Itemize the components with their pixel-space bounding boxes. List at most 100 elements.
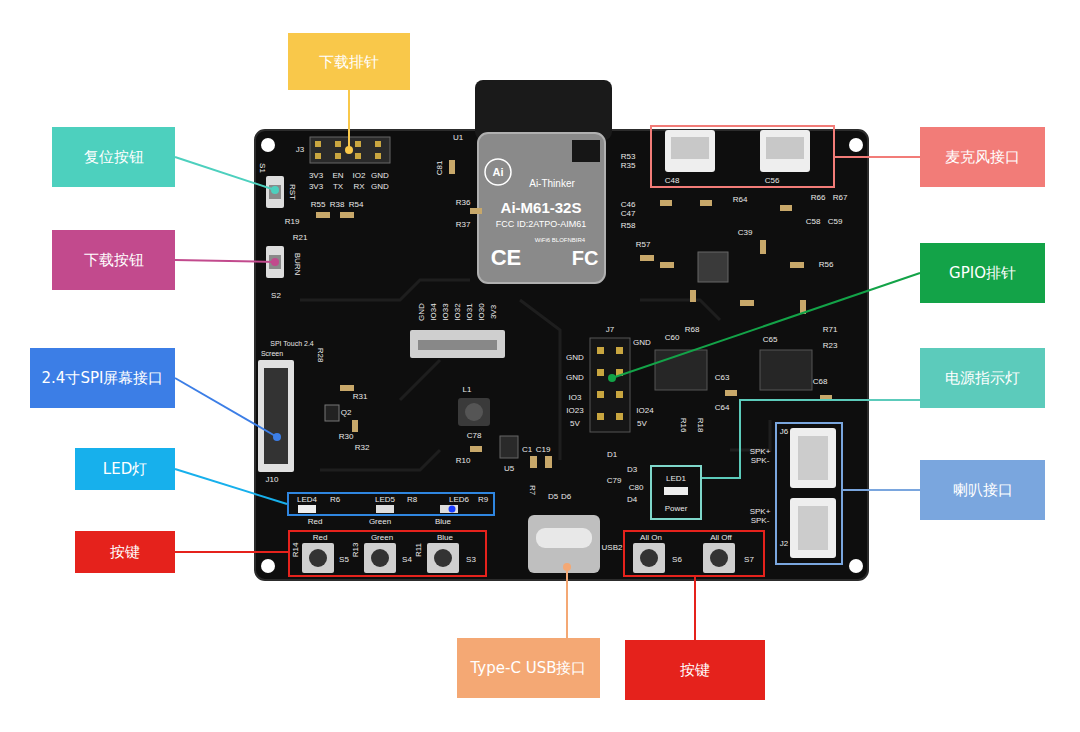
key-buttons: [302, 543, 735, 573]
silk-label: R14: [292, 543, 300, 558]
connector-line: [835, 156, 920, 158]
silk-label: R35: [621, 162, 636, 170]
silk-label: R37: [456, 221, 471, 229]
silk-label: R11: [415, 543, 423, 557]
silk-label: C65: [763, 336, 778, 344]
callout-box: 下载排针: [288, 33, 410, 90]
silk-label: SPK-: [751, 457, 770, 465]
silk-label: D1: [607, 451, 617, 459]
silk-label: R28: [316, 348, 324, 363]
led: [440, 505, 458, 513]
silk-label: IO30: [478, 303, 486, 320]
silk-label: Red: [313, 534, 328, 542]
leader-connector: [175, 552, 288, 553]
pcb-board: [255, 130, 868, 580]
silk-label: C56: [765, 177, 780, 185]
leader-connector: [695, 577, 696, 640]
silk-label: Ai: [493, 167, 504, 178]
silk-label: LED4: [297, 496, 317, 504]
silk-label: S6: [672, 556, 682, 564]
silk-label: R71: [823, 326, 838, 334]
silk-label: R32: [355, 444, 370, 452]
silk-label: IO23: [566, 407, 583, 415]
silk-label: C80: [629, 484, 644, 492]
silk-label: D6: [561, 493, 571, 501]
silk-label: Ai-Thinker: [529, 179, 575, 189]
callout-text: 电源指示灯: [945, 369, 1020, 387]
amplifier-chip: [760, 350, 812, 390]
transistor: [325, 405, 339, 421]
callout-box: 下载按钮: [52, 230, 175, 290]
silk-label: GND: [371, 183, 389, 191]
pcb-traces: [300, 280, 770, 470]
usb-c-connector: [528, 515, 600, 573]
silk-label: C63: [715, 374, 730, 382]
silk-label: FCC ID:2ATPO-AIM61: [496, 220, 586, 229]
silk-label: R19: [285, 218, 300, 226]
silk-label: R66: [811, 194, 826, 202]
silk-label: IO2: [353, 172, 366, 180]
silk-label: C19: [536, 446, 551, 454]
highlight-region: C48C56: [650, 125, 835, 188]
silk-label: R31: [353, 393, 368, 401]
silk-label: All Off: [710, 534, 732, 542]
silk-label: IO31: [466, 303, 474, 320]
silk-label: IO32: [454, 303, 462, 320]
silk-label: RST: [288, 184, 296, 200]
silk-label: USB2: [602, 544, 623, 552]
leader-dot: [271, 258, 279, 266]
leader-line: [175, 157, 275, 190]
callout-text: 2.4寸SPI屏幕接口: [42, 369, 164, 387]
led-light: [449, 506, 456, 513]
connector-line: [175, 551, 288, 553]
silk-label: R53: [621, 153, 636, 161]
mounting-holes: [261, 138, 863, 573]
silk-label: C39: [738, 229, 753, 237]
regulator-chip: [500, 436, 518, 458]
module-patch: [572, 140, 600, 162]
silk-label: R38: [330, 201, 345, 209]
screen-connector: [258, 360, 294, 472]
silk-label: SPK+: [750, 508, 771, 516]
silk-label: R18: [696, 418, 704, 433]
silk-label: R10: [456, 457, 471, 465]
silk-label: R36: [456, 199, 471, 207]
silk-label: SPI Touch 2.4: [270, 340, 313, 347]
silk-label: IO3: [569, 394, 582, 402]
silk-label: R55: [311, 201, 326, 209]
silk-label: C78: [467, 432, 482, 440]
silk-label: R64: [733, 196, 748, 204]
callout-text: 喇叭接口: [953, 481, 1013, 499]
leader-line: [348, 90, 350, 150]
silk-label: R13: [352, 543, 360, 558]
silk-label: TX: [333, 183, 343, 191]
leader-connector: [843, 490, 920, 491]
silk-label: C59: [828, 218, 843, 226]
leader-connector: [835, 157, 920, 158]
leader-line: [566, 567, 568, 638]
power-led: [664, 487, 688, 495]
silk-label: Green: [369, 518, 391, 526]
silk-label: 5V: [570, 420, 580, 428]
callout-box: 2.4寸SPI屏幕接口: [30, 348, 175, 408]
silk-label: D3: [627, 466, 637, 474]
silk-label: C1: [522, 446, 532, 454]
silk-label: Blue: [435, 518, 451, 526]
silk-label: C64: [715, 404, 730, 412]
callout-box: 按键: [625, 640, 765, 700]
silk-label: LED5: [375, 496, 395, 504]
mic-connector: [665, 130, 715, 172]
leader-connector: [702, 400, 920, 478]
callout-text: 下载按钮: [84, 251, 144, 269]
led: [376, 505, 394, 513]
silk-label: J6: [780, 428, 788, 436]
connector-line: [843, 489, 920, 491]
silk-label: SPK-: [751, 517, 770, 525]
silk-label: S7: [744, 556, 754, 564]
speaker-connector: [790, 498, 836, 558]
leader-dot: [563, 563, 571, 571]
leader-dot: [273, 433, 281, 441]
codec-chip: [698, 252, 728, 282]
callout-text: 复位按钮: [84, 148, 144, 166]
